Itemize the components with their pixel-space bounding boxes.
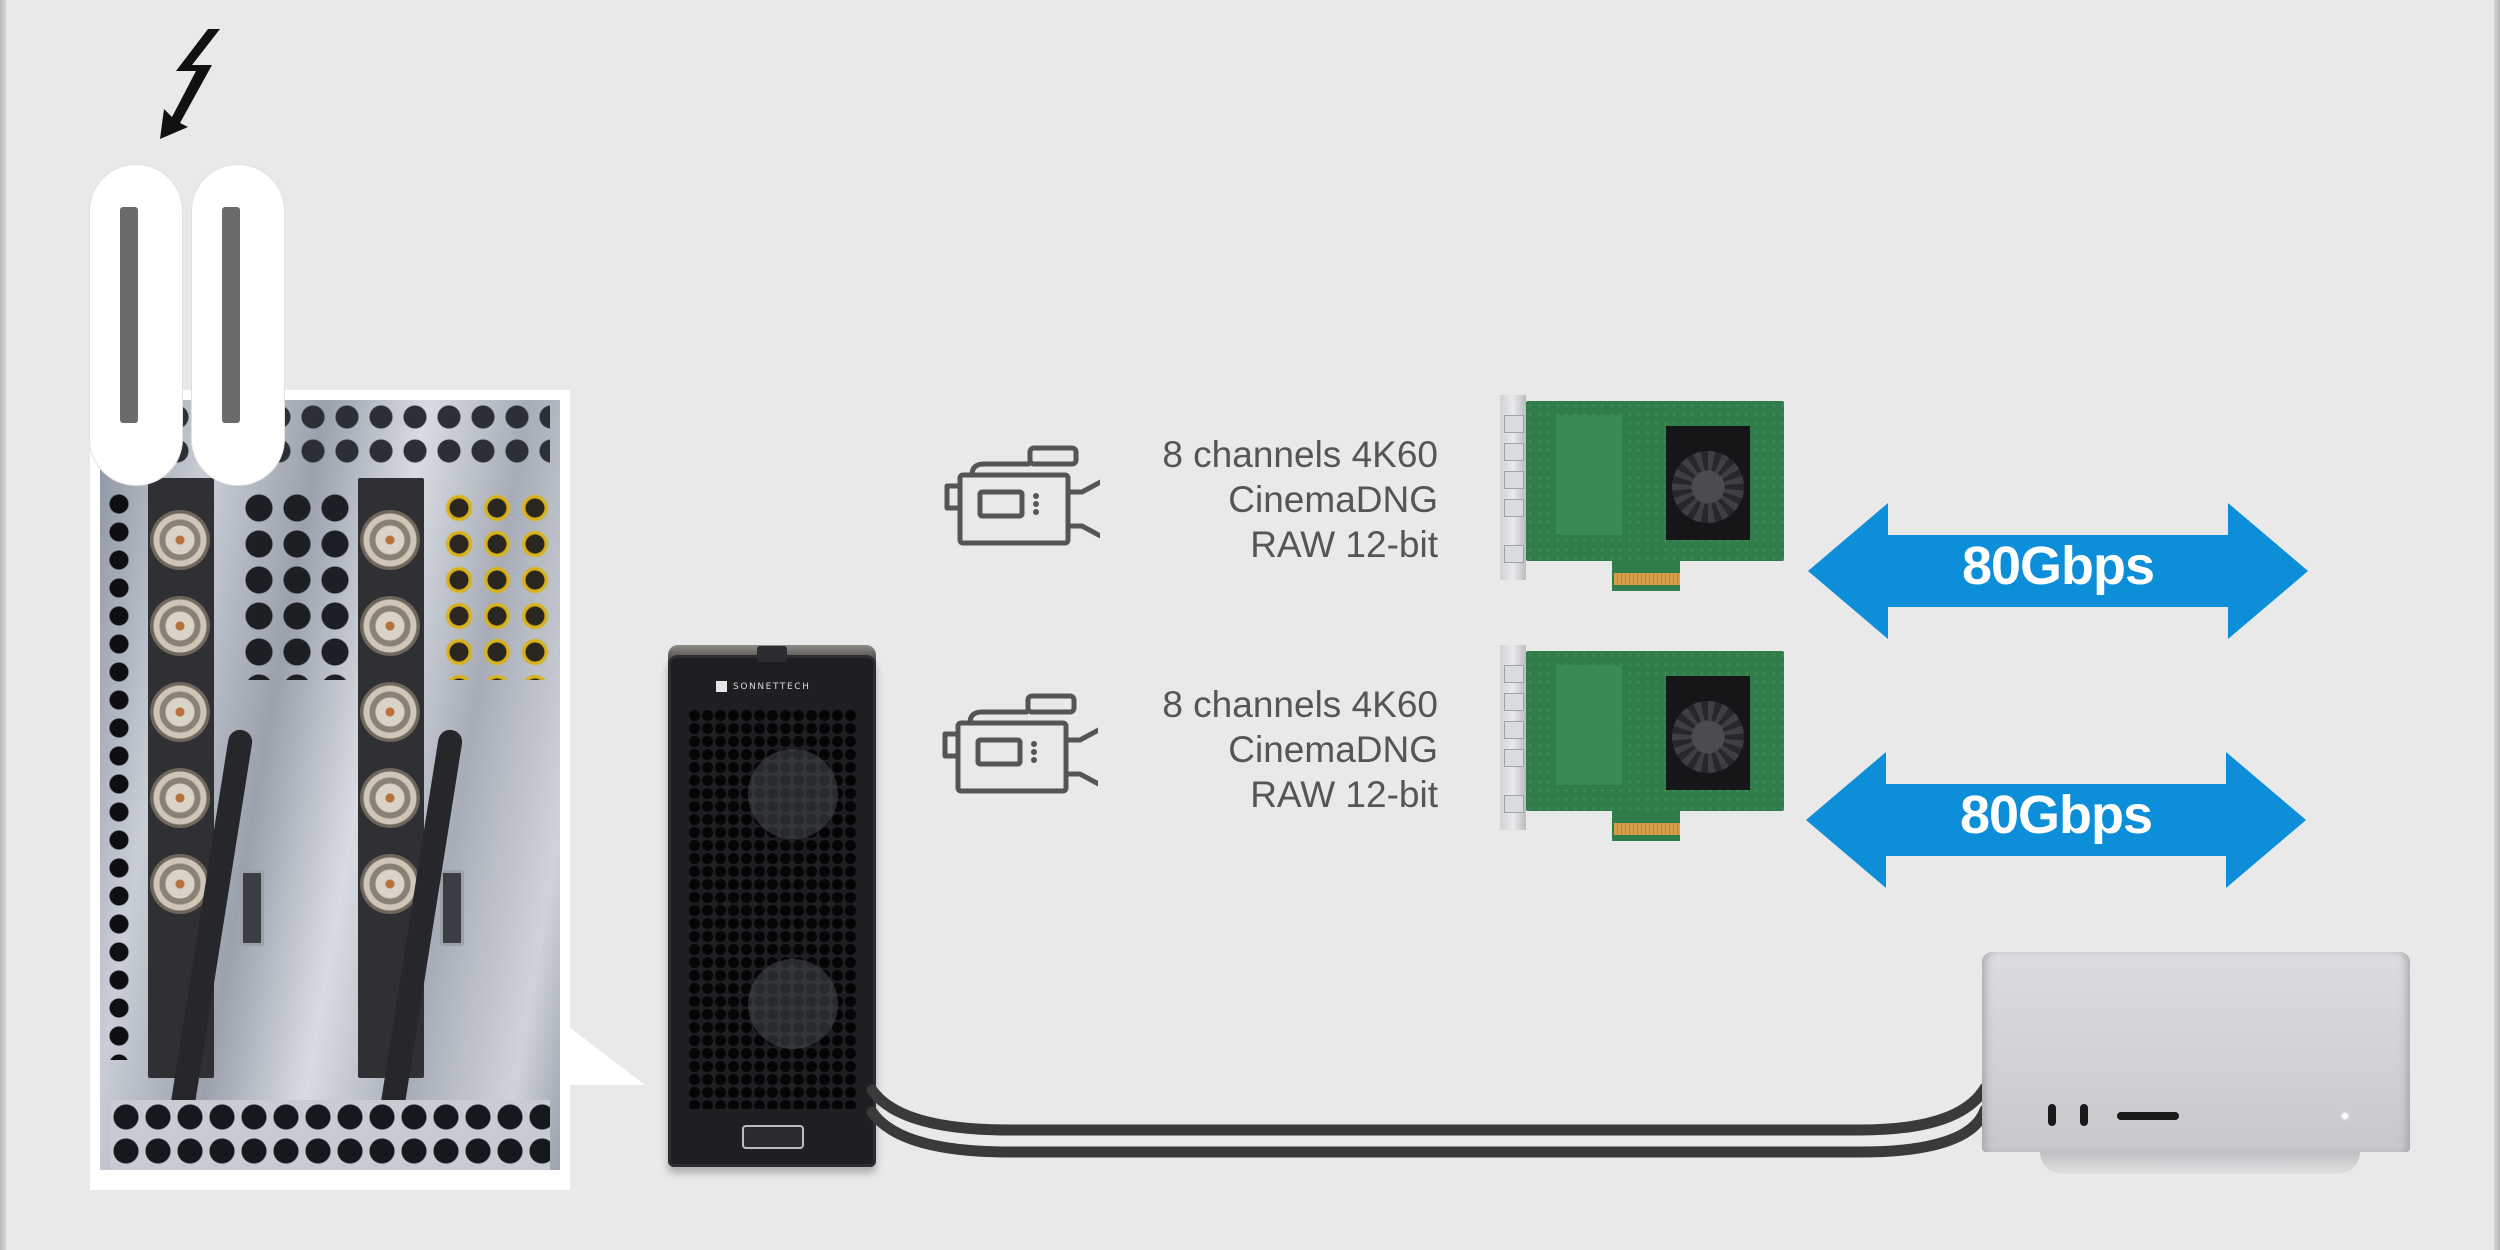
enclosure-latch (757, 646, 787, 662)
bnc-connector (360, 854, 420, 914)
brand-name: SONNETTECH (733, 681, 811, 692)
thunderbolt-port-icon (90, 165, 182, 485)
spec-line-bitdepth: RAW 12-bit (1250, 774, 1438, 815)
hdmi-port (240, 870, 264, 946)
bnc-connector (1504, 721, 1524, 739)
bandwidth-label: 80Gbps (1961, 536, 2155, 596)
thunderbolt-port-icon (192, 165, 284, 485)
fan-icon (748, 959, 838, 1049)
pcie-gold-fingers (1614, 573, 1680, 585)
video-camera-icon (944, 445, 1100, 546)
bnc-connector (360, 596, 420, 656)
bnc-connector (360, 768, 420, 828)
capture-spec-label: 8 channels 4K60 CinemaDNG RAW 12-bit (1118, 682, 1438, 817)
mac-studio-base (2040, 1152, 2360, 1174)
brand-logo-icon (716, 681, 727, 692)
bnc-connector (1504, 665, 1524, 683)
enclosure-brand: SONNETTECH (716, 681, 811, 692)
thunderbolt-bolt-arrow-icon (160, 29, 220, 139)
bnc-connector (360, 682, 420, 742)
bnc-connector (1504, 693, 1524, 711)
fan-icon (748, 749, 838, 839)
bidirectional-arrow-icon (1808, 503, 2308, 639)
usb-c-port (2080, 1104, 2088, 1126)
bnc-connector (150, 768, 210, 828)
bnc-connector (1504, 545, 1524, 563)
chassis-bottom-vents (110, 1100, 550, 1170)
video-camera-icon (942, 693, 1098, 794)
callout-wedge (560, 1020, 645, 1085)
spec-line-format: CinemaDNG (1228, 729, 1438, 770)
bnc-connector (1504, 415, 1524, 433)
enclosure-model-badge (742, 1125, 804, 1149)
hdmi-port (440, 870, 464, 946)
bnc-connector (150, 854, 210, 914)
bidirectional-arrow-icon (1806, 752, 2306, 888)
thunderbolt-cables (866, 1082, 1991, 1158)
bnc-connector (1504, 795, 1524, 813)
bnc-connector (150, 596, 210, 656)
card-fan-icon (1672, 701, 1744, 773)
frame-edge-left (0, 0, 6, 1250)
chassis-honeycomb-vent (440, 490, 560, 680)
chassis-rear-photo (90, 390, 570, 1190)
bnc-connector (150, 682, 210, 742)
card-fan-icon (1672, 451, 1744, 523)
expansion-enclosure: SONNETTECH (668, 655, 876, 1167)
card-daughterboard (1556, 415, 1622, 535)
bnc-connector (1504, 749, 1524, 767)
mac-studio-icon (1982, 952, 2410, 1152)
card-pcb (1526, 651, 1784, 811)
thunderbolt-cable (866, 1104, 1991, 1158)
chassis-side-vents (106, 490, 132, 1060)
bandwidth-label: 80Gbps (1959, 785, 2153, 845)
spec-line-bitdepth: RAW 12-bit (1250, 524, 1438, 565)
bnc-connector (1504, 471, 1524, 489)
frame-edge-right (2494, 0, 2500, 1250)
chassis-honeycomb-vent (240, 490, 360, 680)
card-pcb (1526, 401, 1784, 561)
usb-c-port (2048, 1104, 2056, 1126)
card-daughterboard (1556, 665, 1622, 785)
capture-card (1500, 395, 1790, 600)
chassis-photo-image (100, 400, 560, 1170)
thunderbolt-cable (866, 1082, 1991, 1136)
power-led (2342, 1113, 2348, 1119)
spec-line-format: CinemaDNG (1228, 479, 1438, 520)
bnc-connector (150, 510, 210, 570)
bnc-connector (1504, 443, 1524, 461)
pcie-gold-fingers (1614, 823, 1680, 835)
spec-line-channels: 8 channels 4K60 (1162, 434, 1438, 475)
enclosure-grille (688, 709, 856, 1109)
capture-spec-label: 8 channels 4K60 CinemaDNG RAW 12-bit (1118, 432, 1438, 567)
spec-line-channels: 8 channels 4K60 (1162, 684, 1438, 725)
bnc-connector (360, 510, 420, 570)
bnc-connector (1504, 499, 1524, 517)
capture-card (1500, 645, 1790, 850)
sd-card-slot (2117, 1112, 2179, 1120)
